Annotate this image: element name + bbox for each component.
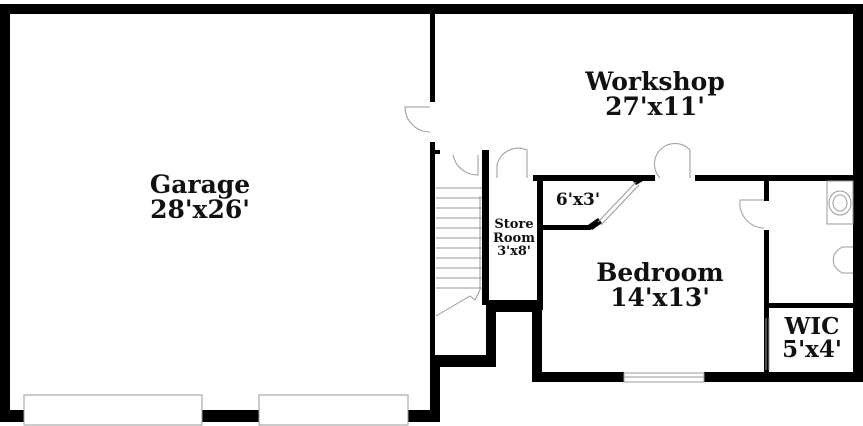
garage-dimensions: 28'x26' bbox=[150, 195, 250, 224]
room-label-closet: 6'x3' bbox=[548, 192, 608, 209]
door-swings bbox=[23, 106, 854, 426]
room-label-bedroom: Bedroom 14'x13' bbox=[580, 260, 740, 310]
garage-name: Garage bbox=[149, 170, 251, 199]
store-room-name-line2: Room bbox=[493, 230, 535, 246]
wic-name: WIC bbox=[784, 313, 840, 340]
store-room-name-line1: Store bbox=[494, 217, 534, 232]
workshop-name: Workshop bbox=[585, 67, 725, 96]
room-label-workshop: Workshop 27'x11' bbox=[560, 69, 750, 119]
exterior-walls bbox=[0, 4, 863, 422]
bedroom-dimensions: 14'x13' bbox=[610, 283, 710, 312]
stairs bbox=[435, 187, 482, 317]
room-label-store-room: Store Room 3'x8' bbox=[490, 218, 538, 259]
closet-dimensions: 6'x3' bbox=[555, 190, 601, 210]
wic-dimensions: 5'x4' bbox=[782, 336, 842, 363]
room-label-wic: WIC 5'x4' bbox=[772, 315, 852, 361]
store-room-dimensions: 3'x8' bbox=[497, 244, 531, 260]
room-label-garage: Garage 28'x26' bbox=[120, 172, 280, 222]
workshop-dimensions: 27'x11' bbox=[605, 92, 705, 121]
bedroom-name: Bedroom bbox=[596, 258, 724, 287]
interior-walls bbox=[430, 10, 853, 373]
